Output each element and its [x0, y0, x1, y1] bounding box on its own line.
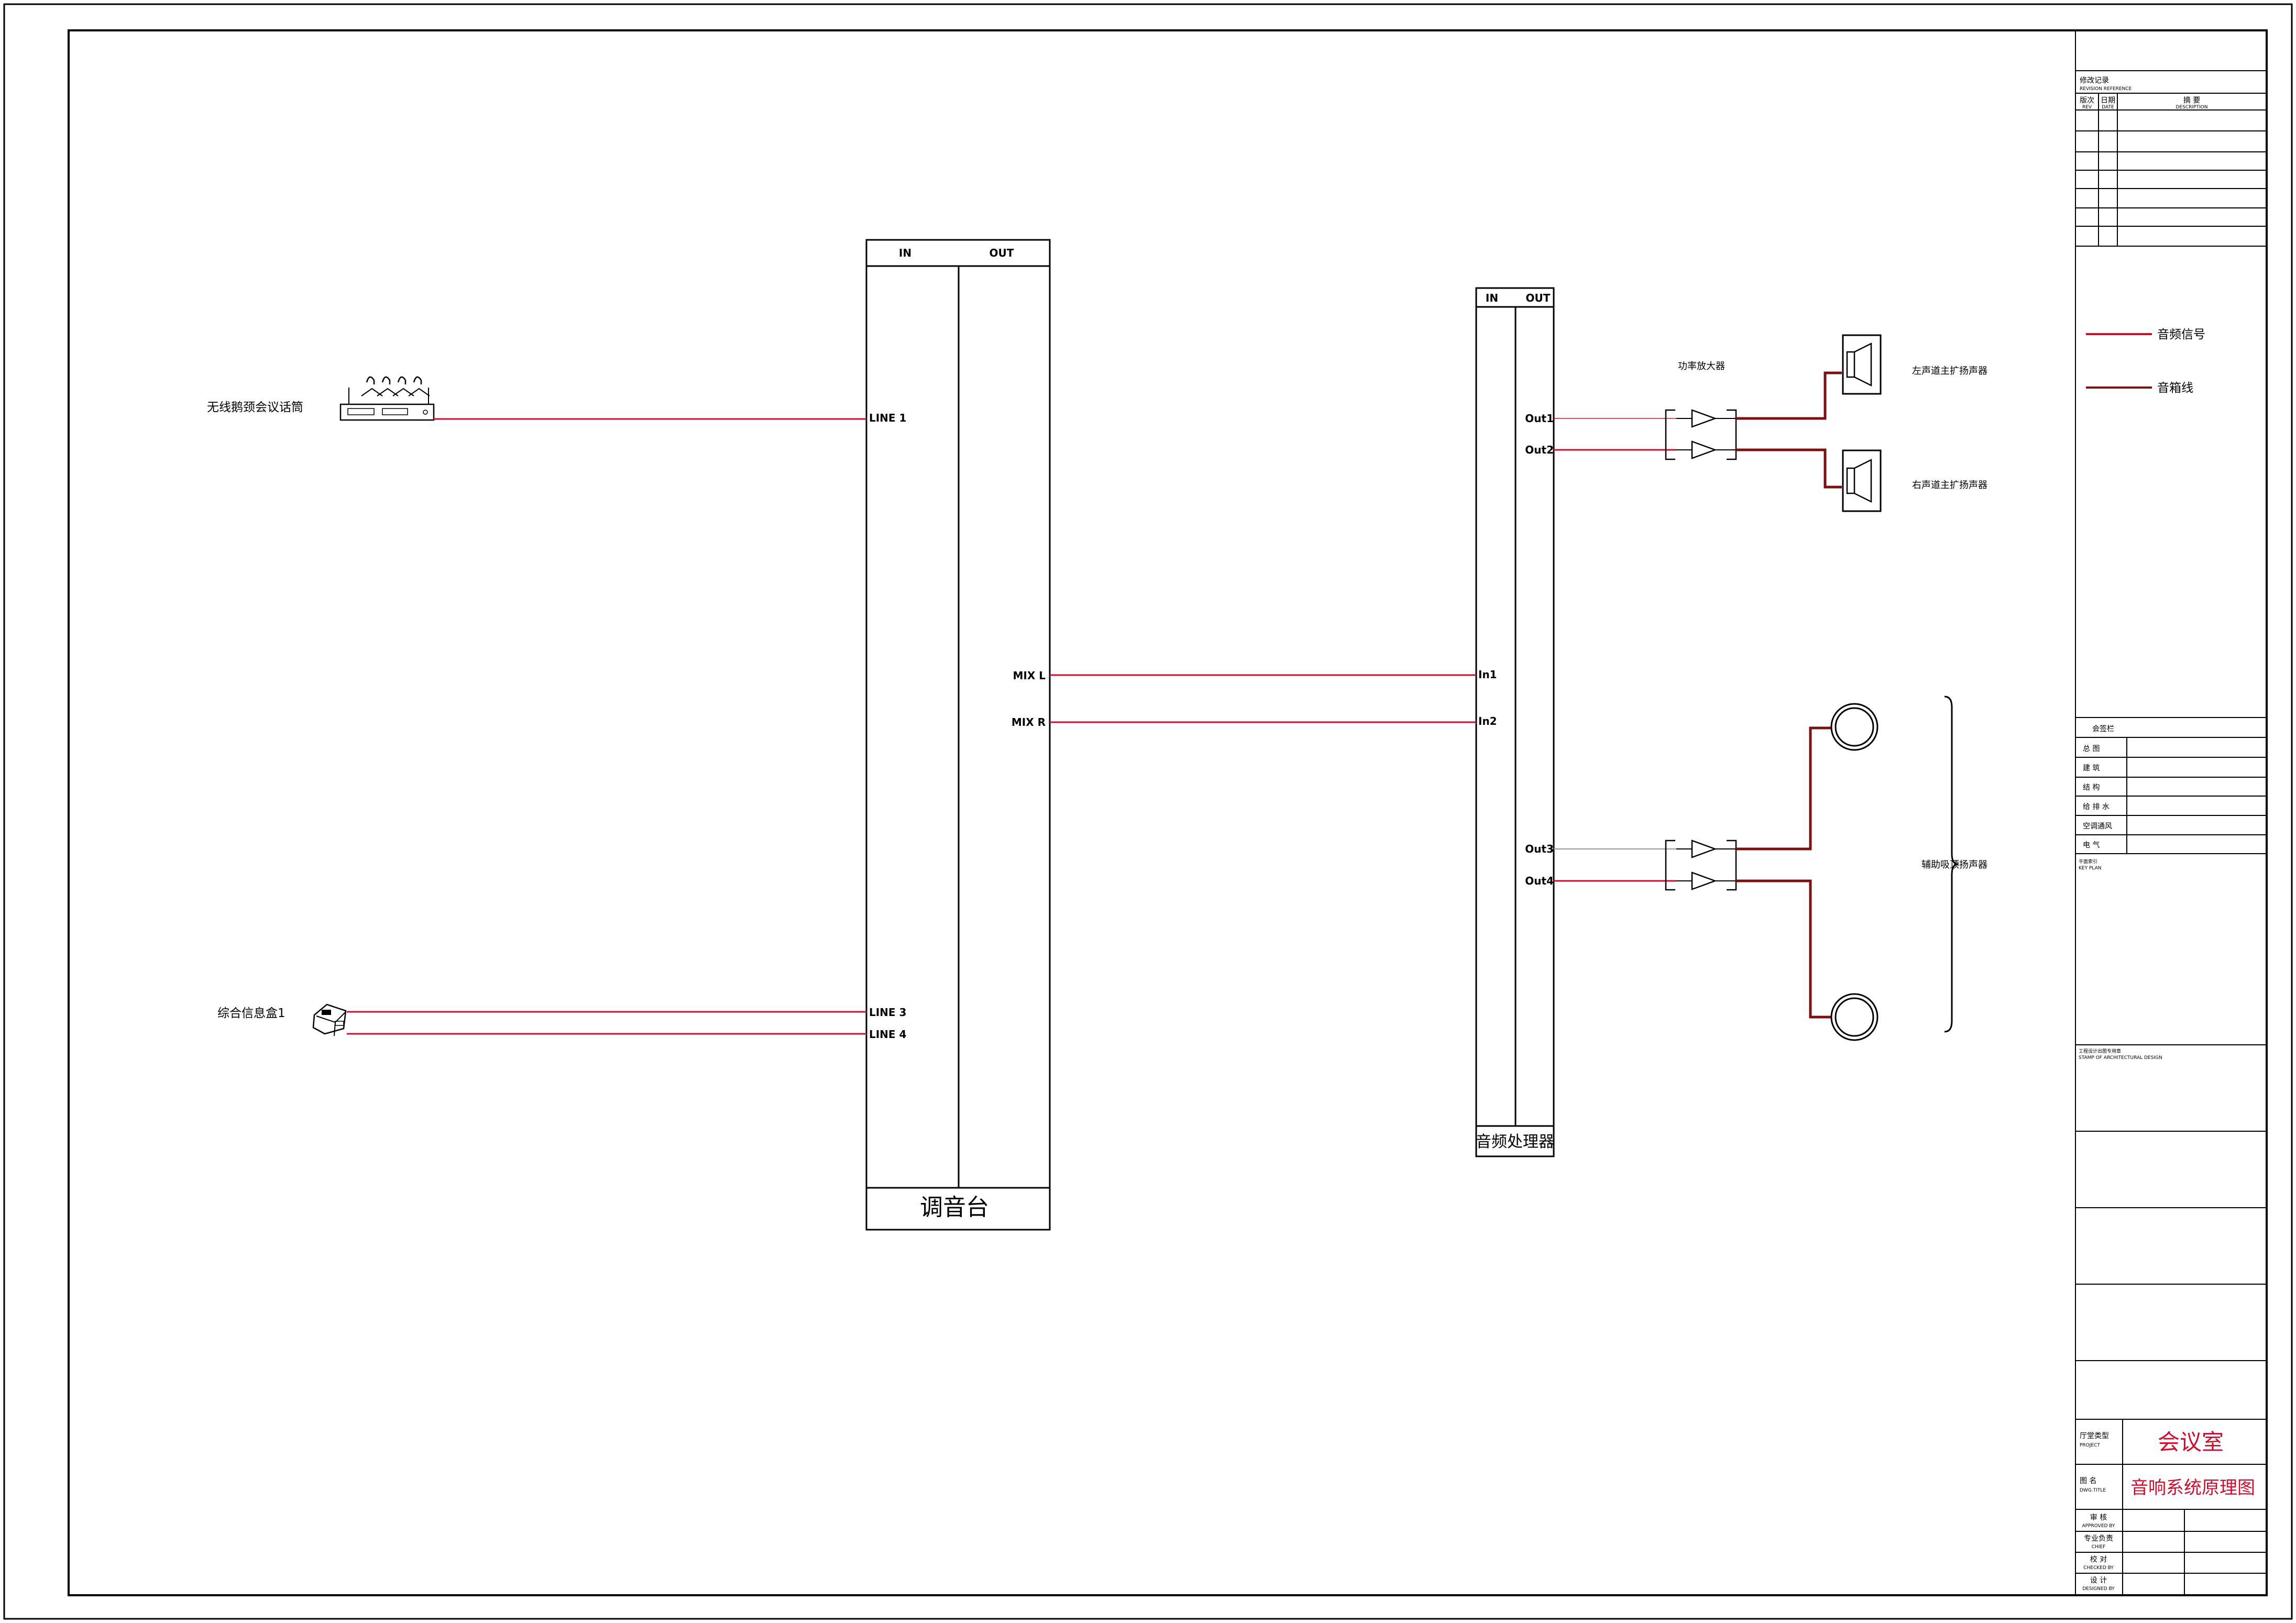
revision-col-desc-en: DESCRIPTION [2176, 105, 2208, 110]
mixer-port-line3: LINE 3 [869, 1006, 906, 1019]
discipline-4: 给 排 水 [2083, 803, 2110, 811]
mixer-block: IN OUT 调音台 LINE 1 LINE 3 LINE 4 MIX L MI… [865, 239, 1051, 1231]
revision-col-desc: 摘 要 [2183, 96, 2200, 105]
power-amp-1 [1665, 409, 1737, 460]
processor-port-in2: In2 [1478, 715, 1497, 727]
signature-designed: 设 计 [2090, 1576, 2107, 1585]
countersign-title: 会签栏 [2092, 724, 2114, 733]
revision-col-rev-en: REV [2082, 105, 2092, 110]
discipline-5: 空调通风 [2083, 822, 2112, 831]
sheet-border [3, 3, 2293, 1620]
title-block [2075, 30, 2267, 1595]
wire-amp-to-right-speaker [1736, 448, 1842, 489]
wire-amp-to-left-speaker [1736, 371, 1842, 420]
drawing-frame [68, 29, 2268, 1596]
mixer-port-line1: LINE 1 [869, 412, 906, 424]
legend-speaker-cable-label: 音箱线 [2157, 381, 2193, 395]
drawing-title-label-en: DWG.TITLE [2080, 1488, 2106, 1493]
processor-port-in1: In1 [1478, 668, 1497, 681]
ceiling-speaker-label: 辅助吸顶扬声器 [1921, 859, 1987, 870]
stamp-label: 工程设计出图专用章 [2079, 1048, 2121, 1054]
signature-chief-en: CHIEF [2092, 1544, 2106, 1550]
project-label-en: PROJECT [2080, 1443, 2100, 1448]
right-speaker-icon [1842, 449, 1882, 512]
processor-port-out3: Out3 [1525, 843, 1554, 855]
info-box-label: 综合信息盒1 [217, 1007, 285, 1020]
legend-audio-signal-label: 音频信号 [2157, 328, 2205, 341]
wire-amp-to-ceiling-top [1736, 726, 1831, 851]
key-plan-label-en: KEY PLAN [2079, 866, 2101, 871]
stamp-label-en: STAMP OF ARCHITECTURAL DESIGN [2079, 1055, 2162, 1061]
mixer-port-mixr: MIX R [1012, 716, 1046, 728]
ceiling-speaker-brace [1944, 695, 1959, 1033]
signature-checked: 校 对 [2090, 1555, 2107, 1564]
revision-title-en: REVISION REFERENCE [2080, 86, 2132, 92]
signature-approved-en: APPROVED BY [2082, 1523, 2115, 1529]
processor-out-header: OUT [1526, 292, 1551, 304]
processor-port-out1: Out1 [1525, 412, 1554, 425]
signature-approved: 审 核 [2090, 1514, 2107, 1522]
revision-col-date-en: DATE [2102, 105, 2114, 110]
signature-designed-en: DESIGNED BY [2082, 1586, 2115, 1592]
processor-block: IN OUT 音频处理器 In1 In2 Out1 Out2 Out3 Out4 [1475, 287, 1555, 1157]
discipline-3: 结 构 [2083, 783, 2100, 792]
revision-col-date: 日期 [2101, 96, 2115, 105]
power-amp-label: 功率放大器 [1678, 361, 1725, 372]
wireless-mic-label: 无线鹅颈会议话筒 [207, 401, 303, 414]
wire-amp-to-ceiling-bottom [1736, 879, 1831, 1019]
processor-port-out4: Out4 [1525, 875, 1554, 887]
project-label: 厅堂类型 [2080, 1432, 2109, 1440]
discipline-2: 建 筑 [2083, 764, 2100, 772]
key-plan-label: 平面索引 [2079, 858, 2097, 865]
info-box-icon [312, 1003, 347, 1036]
ceiling-speaker-top-icon [1830, 703, 1878, 751]
drawing-title-label: 图 名 [2080, 1477, 2096, 1485]
discipline-1: 总 图 [2083, 745, 2100, 753]
revision-title: 修改记录 [2080, 76, 2109, 85]
mixer-out-header: OUT [990, 247, 1014, 259]
left-speaker-label: 左声道主扩扬声器 [1912, 366, 1987, 377]
processor-name: 音频处理器 [1476, 1133, 1554, 1151]
right-speaker-label: 右声道主扩扬声器 [1912, 480, 1987, 491]
processor-in-header: IN [1486, 292, 1498, 304]
discipline-6: 电 气 [2083, 841, 2100, 849]
mixer-port-mixl: MIX L [1013, 669, 1046, 682]
mixer-in-header: IN [899, 247, 911, 259]
signature-checked-en: CHECKED BY [2083, 1565, 2114, 1571]
power-amp-2 [1665, 840, 1737, 891]
left-speaker-icon [1842, 334, 1882, 395]
project-value: 会议室 [2158, 1429, 2224, 1455]
signature-chief: 专业负责 [2084, 1534, 2113, 1543]
mixer-port-line4: LINE 4 [869, 1028, 906, 1041]
mixer-name: 调音台 [920, 1194, 989, 1221]
wireless-mic-receiver-icon [339, 376, 435, 421]
ceiling-speaker-bottom-icon [1830, 993, 1878, 1041]
processor-port-out2: Out2 [1525, 444, 1554, 456]
revision-col-rev: 版次 [2080, 96, 2094, 105]
drawing-title-value: 音响系统原理图 [2130, 1477, 2255, 1498]
